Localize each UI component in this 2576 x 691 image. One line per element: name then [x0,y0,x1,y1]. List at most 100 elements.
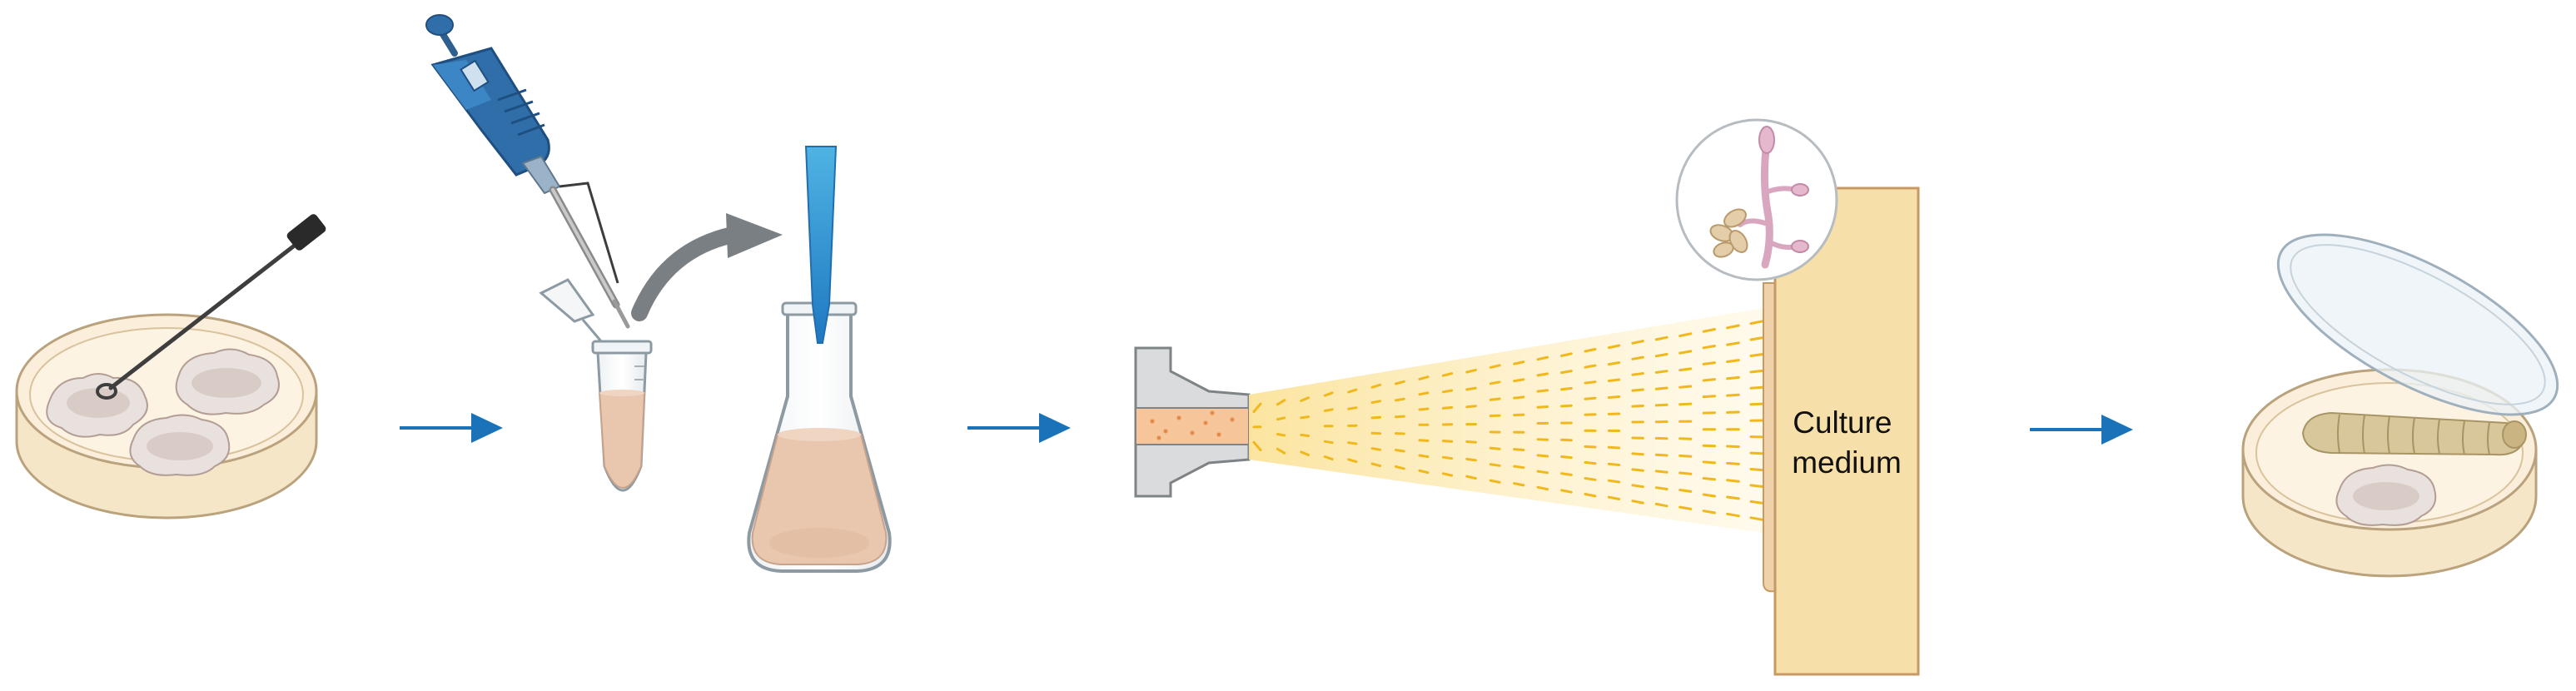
spray-droplet [1749,353,1764,357]
spray-droplet [1702,493,1716,498]
spray-droplet [1441,455,1454,460]
spray-droplet [1631,500,1644,505]
spray-droplet [1536,372,1549,377]
spray-droplet [1465,457,1477,462]
spray-droplet [1678,332,1693,337]
spray-droplet [1726,324,1740,330]
spray-droplet [1678,402,1693,406]
spray-droplet [1607,445,1621,450]
spray-droplet [1441,440,1454,443]
spray-droplet [1678,471,1693,475]
spray-cone [1249,308,1764,533]
spray-droplet [1441,372,1454,377]
petri-dish-with-larva-icon [2241,233,2559,578]
spray-droplet [1323,455,1334,461]
spray-droplet [1300,396,1310,402]
spray-droplet [1536,454,1549,458]
larva [2301,411,2527,456]
spray-droplet [1726,341,1740,346]
spray-droplet [1702,361,1716,365]
spray-droplet [1418,469,1430,475]
fungal-colony [175,348,280,415]
spray-droplet [1347,406,1358,410]
spray-droplet [1489,380,1501,385]
spray-droplet [1607,361,1621,366]
spray-droplet [1678,367,1693,372]
spray-droplet [1276,447,1286,455]
spray-droplet [1513,378,1525,383]
spray-droplet [1418,407,1430,411]
transfer-arrow [631,213,783,321]
spray-droplet [1584,493,1597,498]
spray-droplet [1347,441,1358,445]
spray-droplet [1749,500,1764,505]
spray-droplet [1726,512,1740,518]
spray-droplet [1749,516,1764,521]
spray-droplet [1276,399,1286,406]
spray-droplet [1749,484,1764,488]
spray-droplet [1678,350,1693,355]
spray-droplet [1702,477,1716,481]
spray-droplet [1560,404,1573,408]
spray-droplet [1489,479,1501,484]
spray-droplet [1489,397,1501,401]
spray-droplet [1726,359,1740,363]
spray-droplet [1395,380,1405,385]
spray-droplet [1678,489,1693,493]
spray-droplet [1607,344,1621,350]
spray-droplet [1418,439,1430,442]
spray-droplet [1465,405,1477,409]
petri-dish-with-inoculation-loop-icon [15,214,326,519]
spray-droplet [1395,465,1405,470]
spray-droplet [1584,460,1597,465]
spray-droplet [1607,395,1621,399]
spray-droplet [1513,465,1525,470]
spray-droplet [1370,447,1382,451]
spray-droplet [1702,460,1716,465]
spray-droplet [1300,450,1310,456]
spray-droplet [1749,320,1764,326]
spray-droplet [1726,445,1740,449]
spray-droplet [1441,389,1454,394]
spray-droplet [1749,451,1764,455]
spray-droplet [1702,328,1716,333]
spray-droplet [1702,510,1716,515]
spray-droplet [1536,389,1549,393]
spray-droplet [1607,479,1621,484]
spray-droplet [1726,479,1740,483]
spray-droplet [1536,485,1549,491]
petri-dish-lid [2276,233,2559,416]
spray-droplet [1323,440,1334,445]
spray-droplet [1536,470,1549,475]
spray-droplet [1513,395,1525,400]
spray-droplet [1654,353,1668,358]
spray-droplet [1631,404,1644,408]
spray-droplet [1418,375,1430,380]
spray-droplet [1536,355,1549,361]
microcentrifuge-tube-icon [539,278,653,492]
spray-droplet [1252,402,1262,413]
spray-droplet [1347,458,1358,464]
spray-nozzle-icon [1134,346,1251,498]
spray-droplet [1702,444,1716,448]
flow-arrow [400,413,503,443]
spray-droplet [1607,495,1621,500]
spray-droplet [1702,395,1716,399]
spray-droplet [1395,415,1405,419]
spray-droplet [1631,484,1644,489]
spray-droplet [1584,396,1597,400]
spray-droplet [1654,486,1668,490]
fungal-hyphae-icon [1675,118,1838,281]
spray-droplet [1395,449,1405,453]
spray-droplet [1560,455,1573,460]
erlenmeyer-flask-with-tip-icon [747,146,892,573]
spray-droplet [1584,477,1597,481]
spray-droplet [1489,364,1501,369]
spray-droplet [1749,402,1764,406]
spray-droplet [1276,433,1286,437]
spray-droplet [1323,408,1334,412]
spray-droplet [1584,364,1597,369]
culture-medium-label-line-2: medium [1792,445,1902,480]
spray-droplet [1465,475,1477,480]
